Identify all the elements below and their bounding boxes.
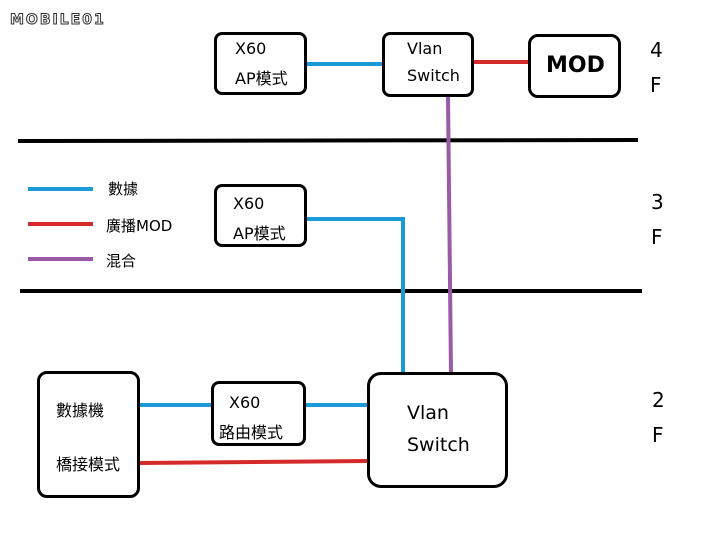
vlan-switch-4f-line2: Switch [407, 66, 460, 85]
ap-4f-node: X60 AP模式 [214, 32, 307, 95]
link-modem-switch2-broadcast [138, 459, 370, 465]
modem-line1: 數據機 [56, 401, 105, 420]
legend-label-data: 數據 [108, 180, 139, 198]
vlan-switch-2f-line2: Switch [407, 434, 470, 456]
modem-node: 數據機 橋接模式 [37, 371, 140, 498]
vlan-switch-2f-line1: Vlan [407, 402, 449, 424]
floor-2-unit: F [652, 423, 664, 447]
floor-4-unit: F [650, 73, 662, 97]
floor-2-number: 2 [652, 388, 665, 412]
ap-3f-node: X60 AP模式 [214, 184, 307, 247]
floor-3-number: 3 [651, 190, 664, 214]
vlan-switch-2f-node: Vlan Switch [367, 372, 508, 488]
legend-label-mixed: 混合 [106, 252, 137, 270]
ap-4f-mode: AP模式 [235, 69, 288, 88]
modem-line2: 橋接模式 [56, 455, 121, 474]
logo-text: MOBILE01 [10, 12, 106, 28]
mod-node: MOD [528, 34, 621, 98]
floor-4-number: 4 [650, 38, 663, 62]
vlan-switch-4f-line1: Vlan [407, 39, 443, 58]
floor-3-unit: F [651, 225, 663, 249]
mod-label: MOD [546, 53, 605, 78]
link-switch4-switch2-mixed [446, 96, 453, 375]
router-2f-model: X60 [229, 393, 261, 412]
router-2f-node: X60 路由模式 [211, 381, 306, 446]
mobile01-logo: MOBILE01 [8, 4, 148, 34]
router-2f-mode: 路由模式 [219, 423, 284, 442]
ap-3f-mode: AP模式 [233, 224, 286, 243]
floor-divider-4-3 [17, 138, 639, 143]
ap-4f-model: X60 [235, 39, 267, 58]
ap-3f-model: X60 [233, 194, 265, 213]
legend-label-broadcast: 廣播MOD [106, 217, 173, 235]
link-ap3-switch2-data [306, 217, 405, 373]
vlan-switch-4f-node: Vlan Switch [382, 32, 474, 97]
